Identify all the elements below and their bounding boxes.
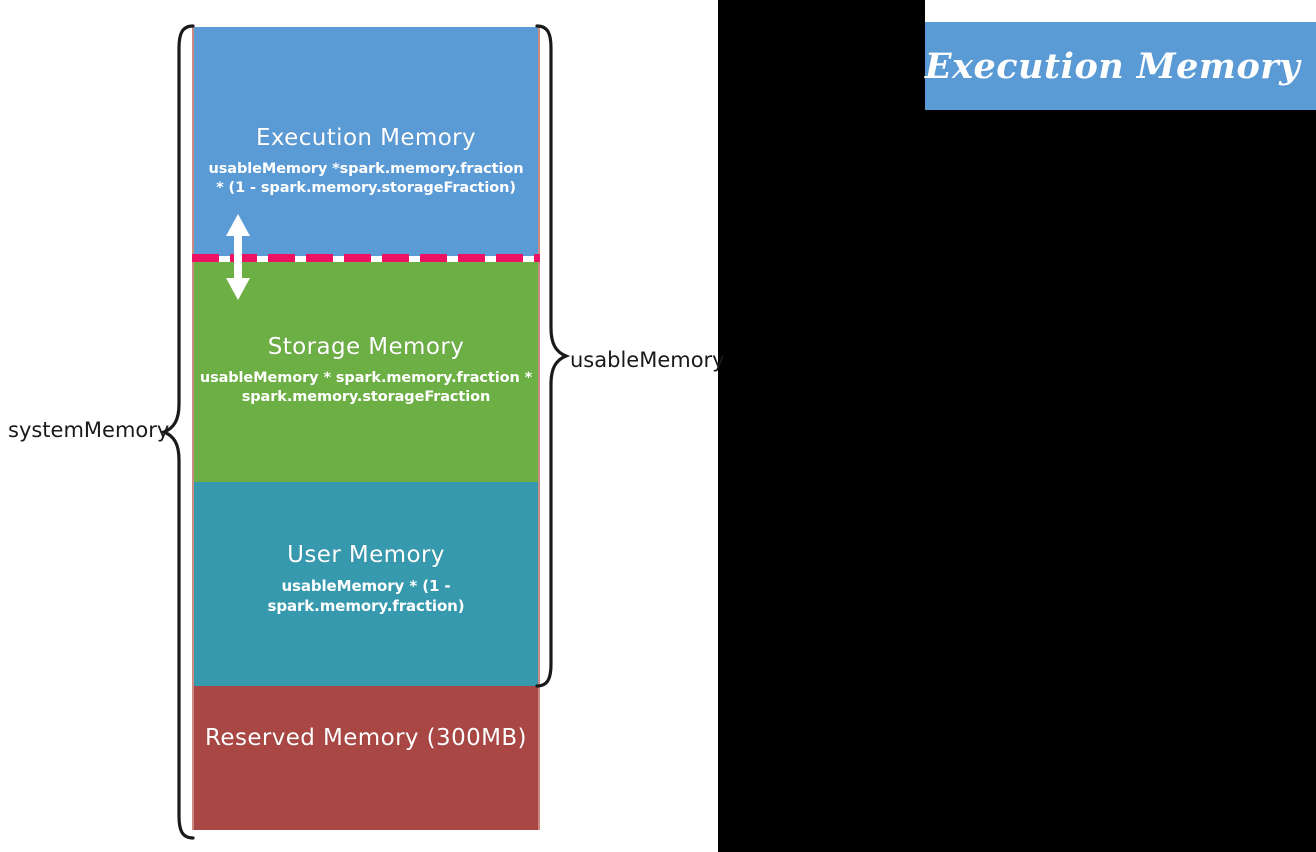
usable-memory-label: usableMemory — [570, 348, 725, 372]
block-storage-memory-title: Storage Memory — [267, 334, 465, 360]
block-user-memory-formula: usableMemory * (1 - spark.memory.fractio… — [267, 577, 465, 615]
block-user-memory: User Memory usableMemory * (1 - spark.me… — [194, 482, 538, 686]
flexible-boundary-double-arrow-icon — [226, 214, 250, 300]
block-execution-memory-formula: usableMemory *spark.memory.fraction * (1… — [208, 161, 524, 196]
execution-memory-badge-label: Execution Memory — [924, 45, 1301, 87]
block-reserved-memory: Reserved Memory (300MB) — [194, 686, 538, 830]
block-execution-memory-title: Execution Memory — [255, 125, 477, 151]
block-storage-memory-formula: usableMemory * spark.memory.fraction * s… — [199, 370, 533, 405]
brace-usable-memory — [535, 24, 571, 688]
block-storage-memory: Storage Memory usableMemory * spark.memo… — [194, 262, 538, 482]
black-panel — [718, 110, 1316, 852]
execution-storage-dashed-divider — [192, 254, 540, 262]
brace-system-memory — [159, 24, 195, 840]
block-execution-memory: Execution Memory usableMemory *spark.mem… — [194, 27, 538, 256]
block-reserved-memory-title: Reserved Memory (300MB) — [205, 725, 527, 751]
memory-stack: Execution Memory usableMemory *spark.mem… — [192, 27, 540, 830]
execution-memory-badge: Execution Memory — [925, 22, 1316, 110]
system-memory-label: systemMemory — [8, 418, 170, 442]
black-panel-top — [718, 0, 925, 110]
block-user-memory-title: User Memory — [287, 542, 445, 568]
